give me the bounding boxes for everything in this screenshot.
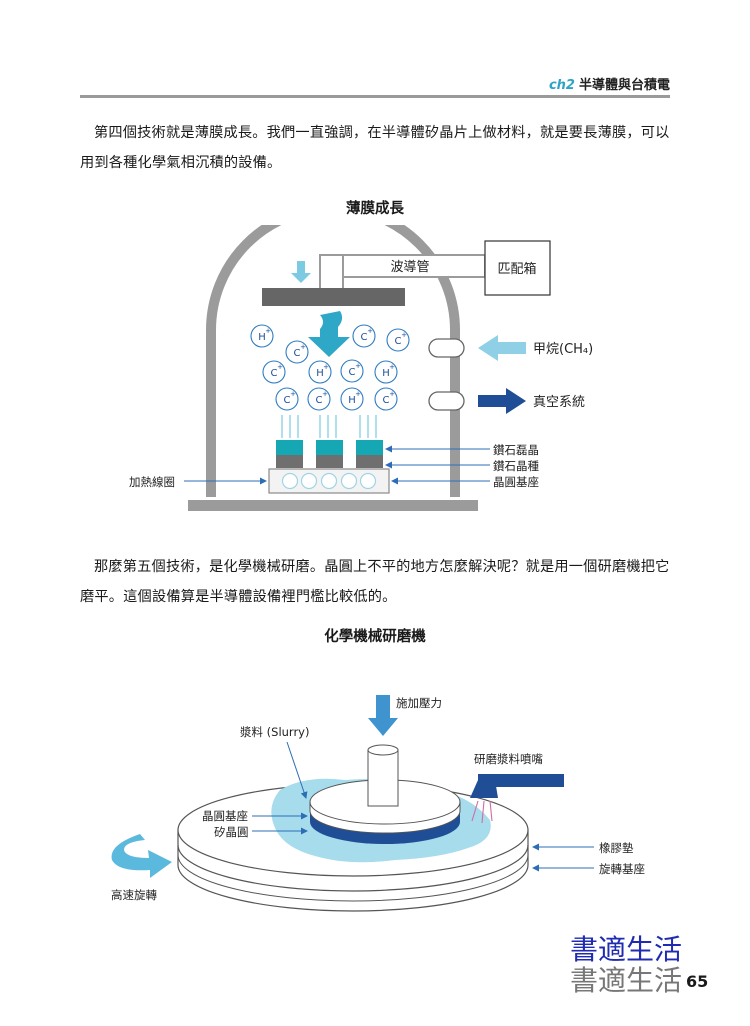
ion-c: C+ (275, 387, 299, 411)
svg-text:C: C (294, 348, 301, 359)
rotation-arrow-icon (111, 834, 172, 878)
svg-text:+: + (355, 390, 361, 398)
svg-text:H: H (348, 395, 356, 406)
heater-label: 加熱線圈 (129, 475, 175, 489)
wafer-base-label: 晶圓基座 (493, 475, 539, 489)
diamond-epi-block (276, 440, 303, 455)
heater-coils (281, 472, 377, 490)
svg-text:H: H (316, 368, 324, 379)
gas-inlet-arrow (291, 261, 311, 283)
figure-thin-film-diagram: 波導管 匹配箱 甲烷(CH₄) 真空系統 H+ C+ C+ C+ C+ H+ C… (129, 225, 593, 511)
rubber-pad-edge (177, 854, 529, 902)
paragraph-cmp: 那麼第五個技術，是化學機械研磨。晶圓上不平的地方怎麼解決呢？就是用一個研磨機把它… (80, 559, 670, 605)
silicon-wafer-label: 矽晶圓 (214, 825, 249, 839)
pressure-label: 施加壓力 (396, 696, 442, 710)
diamond-epi-block (356, 440, 383, 455)
slurry-label: 漿料 (Slurry) (240, 725, 309, 739)
spindle-top (367, 744, 399, 756)
ion-c: C+ (307, 387, 331, 411)
svg-text:+: + (389, 363, 395, 371)
svg-text:+: + (367, 327, 373, 335)
svg-text:C: C (395, 336, 402, 347)
ion-group: H+ C+ C+ C+ C+ H+ C+ H+ C+ C+ H+ C+ (250, 324, 410, 411)
svg-text:+: + (265, 327, 271, 335)
svg-text:+: + (389, 390, 395, 398)
svg-text:+: + (355, 362, 361, 370)
ion-h: H+ (250, 324, 274, 348)
svg-text:+: + (277, 363, 283, 371)
deposition-arrows (281, 415, 377, 438)
plasma-arrow-icon (308, 311, 350, 357)
vacuum-arrow-icon (478, 388, 526, 414)
diamond-epi-block (316, 440, 343, 455)
rubber-pad-edge (177, 844, 529, 892)
svg-text:H: H (382, 368, 390, 379)
slurry-spray-lines (471, 800, 493, 824)
watermark-line1: 書適生活 (570, 933, 683, 966)
chapter-title: 半導體與台積電 (578, 78, 670, 93)
spindle-shaft (367, 749, 399, 807)
waveguide-riser (319, 254, 344, 290)
slurry-nozzle-head (470, 780, 498, 798)
gas-port-upper (428, 338, 465, 358)
paragraph-thin-film: 第四個技術就是薄膜成長。我們一直強調，在半導體矽晶片上做材料，就是要長薄膜，可以… (80, 125, 670, 171)
methane-arrow-icon (478, 335, 526, 361)
figure-title-thin-film: 薄膜成長 (346, 201, 404, 217)
nozzle-label: 研磨漿料噴嘴 (474, 752, 543, 766)
ion-c: C+ (374, 387, 398, 411)
ion-c: C+ (262, 360, 286, 384)
callout-slurry (286, 741, 308, 799)
watermark-line2: 書適生活 (570, 964, 683, 997)
rotating-base-label: 旋轉基座 (599, 862, 645, 876)
diamond-seed-block (356, 455, 383, 468)
high-speed-label: 高速旋轉 (111, 888, 157, 902)
svg-text:+: + (322, 390, 328, 398)
ion-h: H+ (340, 387, 364, 411)
waveguide-label: 波導管 (390, 260, 429, 275)
svg-text:C: C (316, 395, 323, 406)
svg-text:H: H (258, 332, 266, 343)
svg-text:C: C (361, 332, 368, 343)
svg-text:+: + (300, 343, 306, 351)
wafer-holder-label: 晶圓基座 (202, 809, 248, 823)
matchbox-label: 匹配箱 (497, 261, 536, 277)
ion-c: C+ (352, 324, 376, 348)
methane-label: 甲烷(CH₄) (533, 342, 593, 357)
vacuum-label: 真空系統 (533, 395, 585, 410)
diamond-epi-label: 鑽石磊晶 (493, 443, 539, 457)
figure-cmp-diagram: 施加壓力 研磨漿料噴嘴 漿料 (Slurry) 晶圓基座 矽晶圓 橡膠墊 旋轉基… (111, 695, 645, 912)
svg-text:C: C (271, 368, 278, 379)
page-number: 65 (686, 972, 709, 991)
rubber-pad-label: 橡膠墊 (599, 841, 634, 855)
matchbox (484, 240, 551, 296)
pressure-arrow-icon (368, 695, 398, 736)
figure-title-cmp: 化學機械研磨機 (324, 629, 426, 645)
ion-c: C+ (340, 359, 364, 383)
svg-text:C: C (383, 395, 390, 406)
ion-c: C+ (285, 340, 309, 364)
ion-c: C+ (386, 328, 410, 352)
chamber-base (188, 500, 478, 511)
svg-text:C: C (349, 367, 356, 378)
electrode-plate (262, 288, 405, 306)
chamber-dome (206, 225, 460, 497)
ion-h: H+ (308, 360, 332, 384)
diamond-seed-block (276, 455, 303, 468)
gas-port-lower (428, 391, 465, 411)
header-rule (80, 95, 670, 98)
diamond-seed-block (316, 455, 343, 468)
svg-text:C: C (284, 395, 291, 406)
ion-h: H+ (374, 360, 398, 384)
slurry-nozzle-arm (478, 774, 564, 787)
svg-text:+: + (323, 363, 329, 371)
chapter-label: ch2 (548, 78, 575, 93)
svg-text:+: + (290, 390, 296, 398)
svg-text:+: + (401, 331, 407, 339)
diamond-seed-label: 鑽石晶種 (493, 459, 539, 473)
